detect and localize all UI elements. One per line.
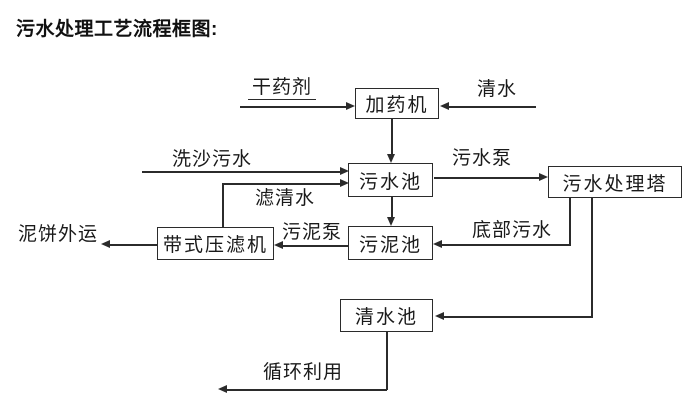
flow-label-sewage-pump: 污水泵 <box>452 148 513 169</box>
flow-label-dry-agent: 干药剂 <box>248 78 317 100</box>
connector-mud-cake <box>110 244 157 246</box>
arrow-left-icon <box>440 102 449 110</box>
arrow-right-icon <box>340 179 349 187</box>
node-sewage-treatment-tower: 污水处理塔 <box>548 166 682 198</box>
arrow-left-icon <box>433 240 442 248</box>
arrow-down-icon <box>387 217 395 226</box>
flow-label-sludge-pump: 污泥泵 <box>282 222 343 243</box>
arrow-left-icon <box>218 385 227 393</box>
flow-label-recycle: 循环利用 <box>263 362 344 383</box>
flow-label-filtered-water: 滤清水 <box>255 188 316 209</box>
flow-label-sand-wash: 洗沙污水 <box>172 149 253 170</box>
connector-tower-to-clean <box>444 316 593 318</box>
connector-bottom-sewage-vertical <box>569 197 571 245</box>
arrow-right-icon <box>539 173 548 181</box>
arrow-left-icon <box>435 312 444 320</box>
connector-sand-wash <box>142 171 341 173</box>
connector-filtered-water-vertical <box>222 183 224 227</box>
connector-sludge-pump <box>283 245 348 247</box>
node-dosing-machine: 加药机 <box>355 88 439 119</box>
connector-filtered-water <box>222 183 341 185</box>
connector-sewage-to-sludge <box>391 197 393 218</box>
connector-bottom-sewage <box>442 244 571 246</box>
connector-clean-water <box>448 106 536 108</box>
arrow-left-icon <box>101 240 110 248</box>
connector-recycle-vertical <box>386 331 388 390</box>
flow-label-mud-cake: 泥饼外运 <box>18 224 99 245</box>
arrow-down-icon <box>387 154 395 163</box>
connector-dry-agent <box>240 106 347 108</box>
connector-sewage-pump <box>434 177 540 179</box>
flow-label-clean-water: 清水 <box>477 79 518 100</box>
node-sludge-pool: 污泥池 <box>348 226 433 260</box>
connector-recycle <box>227 389 387 391</box>
connector-tower-to-clean-vertical <box>591 197 593 318</box>
node-sewage-pool: 污水池 <box>348 163 433 197</box>
arrow-left-icon <box>274 241 283 249</box>
arrow-right-icon <box>346 102 355 110</box>
flow-label-bottom-sewage: 底部污水 <box>472 220 553 241</box>
connector-dosing-to-sewage <box>391 119 393 155</box>
node-clean-water-pool: 清水池 <box>340 299 433 332</box>
page-title: 污水处理工艺流程框图: <box>16 19 218 40</box>
node-belt-filter-press: 带式压滤机 <box>157 227 274 260</box>
arrow-right-icon <box>340 167 349 175</box>
